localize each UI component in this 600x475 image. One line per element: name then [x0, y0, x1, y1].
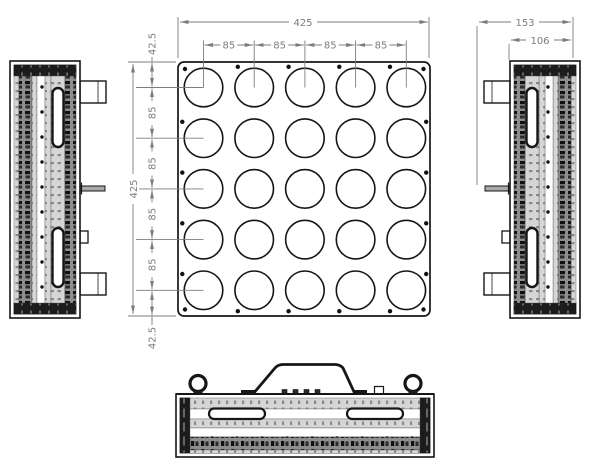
heatsink-slot-right — [345, 407, 405, 421]
end-cap-right — [419, 397, 431, 454]
lamp-hole — [234, 118, 275, 159]
screw-dot — [337, 309, 342, 314]
eye-bolt-left — [188, 373, 208, 394]
screw-dot — [337, 64, 342, 70]
screw-dot — [182, 307, 188, 312]
lamp-hole — [284, 270, 326, 311]
dim-pitch-3: 85 — [324, 40, 337, 51]
lamp-hole — [284, 168, 326, 209]
lamp-hole — [234, 219, 275, 260]
screw-dot — [424, 119, 429, 125]
screw-dot — [180, 221, 185, 226]
lamp-hole — [386, 270, 427, 311]
lamp-hole — [284, 219, 326, 260]
dim-chain-4: 85 — [148, 208, 159, 221]
dim-chain-5: 85 — [148, 259, 159, 272]
dimensions: 425 85 85 85 85 425 42.5 85 85 85 85 42.… — [127, 16, 574, 351]
lamp-hole — [386, 118, 427, 159]
eye-bolt-right — [403, 373, 423, 394]
carry-handle — [251, 363, 357, 395]
dim-chain-1: 42.5 — [148, 33, 159, 55]
screw-dot — [182, 66, 188, 72]
lamp-hole — [386, 168, 427, 209]
dim-pitch-1: 85 — [223, 40, 236, 51]
bottom-view — [175, 363, 435, 458]
pitch-extension-lines — [136, 40, 407, 291]
screw-dot — [387, 64, 393, 70]
lamp-hole — [234, 168, 275, 209]
heatsink-slot-left — [207, 407, 267, 421]
front-view — [177, 61, 431, 317]
screw-dot — [180, 119, 185, 125]
lamp-hole — [284, 118, 326, 159]
lamp-hole — [335, 168, 376, 209]
screw-dot — [421, 307, 426, 312]
lamp-hole — [386, 219, 427, 260]
screw-dots — [180, 64, 429, 314]
screw-dot — [286, 309, 291, 314]
dim-chain-6: 42.5 — [148, 327, 159, 349]
lamp-hole — [335, 270, 376, 311]
left-side-view — [8, 59, 108, 320]
dim-overall-height: 425 — [129, 179, 140, 198]
screw-dot — [180, 170, 185, 175]
end-cap-left — [179, 397, 191, 454]
dim-chain-2: 85 — [148, 107, 159, 120]
screw-dot — [424, 221, 429, 226]
screw-dot — [235, 64, 240, 70]
handle-foot-left — [241, 390, 255, 395]
screw-dot — [286, 64, 291, 70]
right-side-view — [482, 59, 582, 320]
screw-dot — [421, 66, 426, 72]
dim-overall-width: 425 — [293, 18, 312, 29]
screw-dot — [235, 309, 240, 314]
dim-overall-depth: 153 — [515, 18, 534, 29]
dim-pitch-4: 85 — [375, 40, 388, 51]
handle-foot-right — [353, 390, 367, 395]
screw-dot — [424, 271, 429, 277]
dim-pitch-2: 85 — [273, 40, 286, 51]
lamp-hole — [234, 270, 275, 311]
screw-dot — [424, 170, 429, 175]
screw-dot — [387, 309, 393, 314]
lamp-hole — [335, 118, 376, 159]
dim-chain-3: 85 — [148, 157, 159, 170]
dim-body-depth: 106 — [530, 36, 549, 47]
lamp-hole — [335, 219, 376, 260]
screw-dot — [180, 271, 185, 277]
